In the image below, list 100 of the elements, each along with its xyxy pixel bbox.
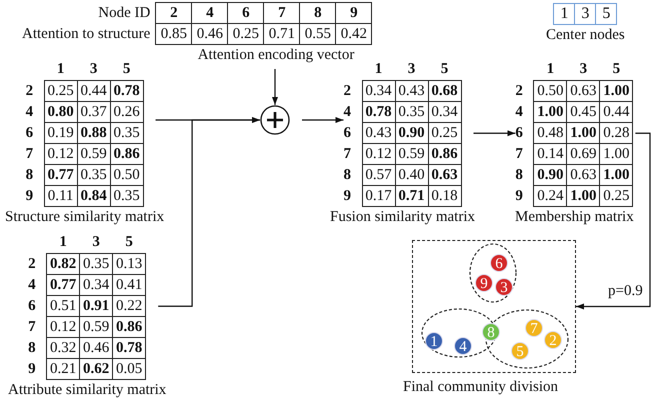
node-label: Final community division xyxy=(403,379,558,396)
matrix-cell: 0.32 xyxy=(46,337,80,358)
matrix-cell: 0.88 xyxy=(77,122,110,143)
column-header: 1 xyxy=(362,60,395,80)
vector-cell: 0.42 xyxy=(336,24,372,44)
matrix-cell: 0.34 xyxy=(428,101,461,122)
vector-cell: 0.85 xyxy=(156,24,192,44)
matrix-cell: 0.63 xyxy=(428,164,461,185)
matrix-cell: 0.84 xyxy=(77,185,110,206)
node-circle: 7 xyxy=(525,319,543,337)
matrix-cell: 0.21 xyxy=(46,358,80,379)
row-header: 2 xyxy=(28,253,47,274)
matrix-cell: 0.35 xyxy=(80,253,113,274)
matrix-cell: 0.34 xyxy=(80,274,113,295)
column-header: 1 xyxy=(534,60,567,80)
matrix-cell: 0.77 xyxy=(44,164,78,185)
matrix-cell: 1.00 xyxy=(566,122,600,143)
vector-cell: 0.25 xyxy=(228,24,264,44)
matrix-cell: 0.82 xyxy=(46,253,80,274)
row-header: 6 xyxy=(26,122,44,143)
matrix-cell: 1.00 xyxy=(600,80,633,101)
matrix-cell: 0.34 xyxy=(362,80,395,101)
matrix-cell: 0.63 xyxy=(566,164,600,185)
arrow xyxy=(158,117,260,307)
vector-cell: 8 xyxy=(300,2,336,24)
arrow xyxy=(576,132,651,310)
column-header: 5 xyxy=(428,60,461,80)
matrix-cell: 0.35 xyxy=(110,185,144,206)
matrix-cell: 0.63 xyxy=(566,80,600,101)
row-header: 6 xyxy=(28,295,47,316)
node-circle: 2 xyxy=(544,331,562,349)
matrix-cell: 0.78 xyxy=(110,80,144,101)
row-header: 7 xyxy=(344,143,362,164)
row-header: 4 xyxy=(26,101,44,122)
matrix-cell: 0.50 xyxy=(110,164,144,185)
matrix-cell: 0.12 xyxy=(44,143,78,164)
edge-label: p=0.9 xyxy=(608,282,643,300)
column-header: 5 xyxy=(600,60,633,80)
matrix-cell: 0.50 xyxy=(534,80,567,101)
matrix-cell: 0.59 xyxy=(77,143,110,164)
node-circle: 6 xyxy=(490,254,508,272)
matrix-cell: 0.78 xyxy=(112,337,146,358)
matrix-cell: 0.86 xyxy=(110,143,144,164)
matrix-cell: 0.35 xyxy=(77,164,110,185)
node-label: Attribute similarity matrix xyxy=(8,382,166,398)
matrix-cell: 0.28 xyxy=(600,122,633,143)
vector-cell: 2 xyxy=(156,2,192,24)
column-header: 5 xyxy=(112,233,146,253)
node-circle: 8 xyxy=(482,323,500,341)
arrow xyxy=(302,117,344,123)
row-header: 8 xyxy=(26,164,44,185)
row-header: Attention to structure xyxy=(22,24,156,44)
matrix-cell: 0.57 xyxy=(362,164,395,185)
vector-cell: 4 xyxy=(192,2,228,24)
center-node-cell: 1 xyxy=(554,4,575,24)
matrix-cell: 0.46 xyxy=(80,337,113,358)
matrix-cell: 0.59 xyxy=(80,316,113,337)
center-node-cell: 5 xyxy=(596,4,617,24)
row-header: 7 xyxy=(515,143,534,164)
matrix-cell: 0.91 xyxy=(80,295,113,316)
row-header: 9 xyxy=(515,185,534,206)
row-header: 8 xyxy=(344,164,362,185)
row-header: 9 xyxy=(28,358,47,379)
node-circle: 9 xyxy=(475,274,493,292)
matrix-cell: 0.12 xyxy=(362,143,395,164)
column-header: 3 xyxy=(395,60,428,80)
row-header: 8 xyxy=(515,164,534,185)
center-node-cell: 3 xyxy=(574,4,596,24)
matrix-cell: 0.17 xyxy=(362,185,395,206)
matrix-cell: 0.44 xyxy=(77,80,110,101)
matrix-cell: 0.41 xyxy=(112,274,146,295)
row-header: 9 xyxy=(26,185,44,206)
matrix-cell: 0.48 xyxy=(534,122,567,143)
matrix-cell: 0.24 xyxy=(534,185,567,206)
node-circle: 4 xyxy=(454,337,472,355)
matrix-cell: 0.12 xyxy=(46,316,80,337)
row-header: Node ID xyxy=(22,2,156,24)
node-label: Structure similarity matrix xyxy=(5,208,164,226)
matrix-cell: 0.35 xyxy=(110,122,144,143)
matrix-cell: 0.78 xyxy=(362,101,395,122)
node-circle: 1 xyxy=(425,332,443,350)
row-header: 6 xyxy=(344,122,362,143)
matrix-cell: 0.62 xyxy=(80,358,113,379)
matrix-cell: 0.37 xyxy=(77,101,110,122)
matrix-cell: 1.00 xyxy=(534,101,567,122)
matrix-cell: 0.43 xyxy=(362,122,395,143)
row-header: 2 xyxy=(344,80,362,101)
matrix-cell: 0.13 xyxy=(112,253,146,274)
node-label: Fusion similarity matrix xyxy=(330,208,475,226)
node-label: Membership matrix xyxy=(515,208,634,226)
matrix-cell: 0.90 xyxy=(534,164,567,185)
matrix-cell: 0.43 xyxy=(395,80,428,101)
column-header: 3 xyxy=(77,60,110,80)
vector-cell: 0.55 xyxy=(300,24,336,44)
arrow xyxy=(272,69,278,105)
matrix-cell: 0.59 xyxy=(395,143,428,164)
row-header: 7 xyxy=(26,143,44,164)
matrix-cell: 0.05 xyxy=(112,358,146,379)
matrix-cell: 0.51 xyxy=(46,295,80,316)
matrix-cell: 0.11 xyxy=(44,185,78,206)
